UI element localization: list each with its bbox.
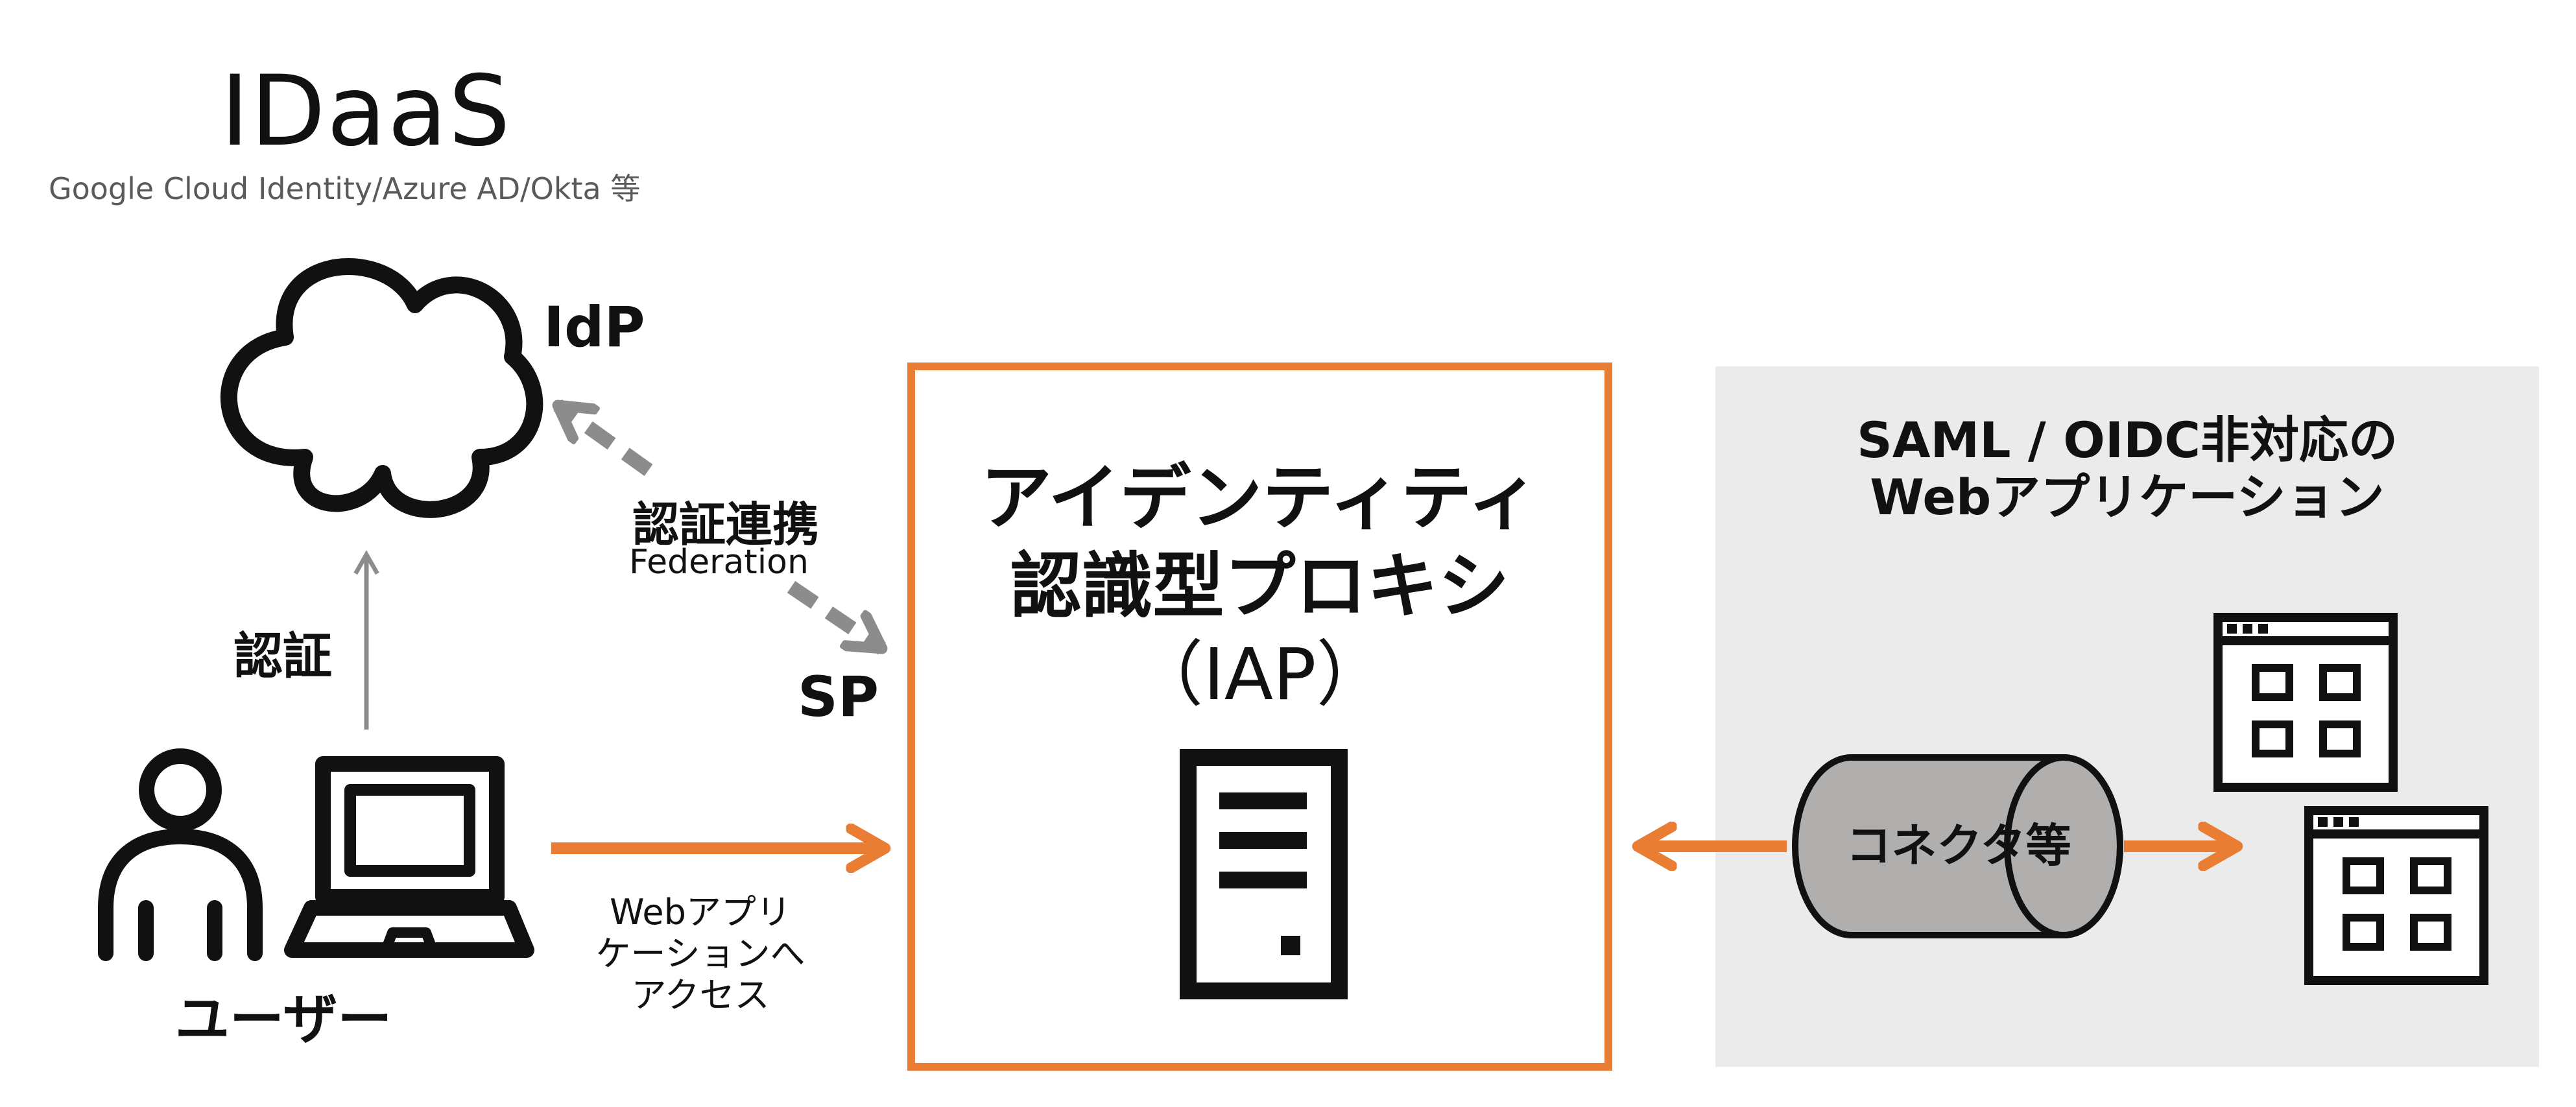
web-access-label: Webアプリ ケーションへ アクセス: [571, 892, 830, 1016]
iap-title-line-3: （IAP）: [1132, 633, 1388, 716]
app-window-icon: [2213, 613, 2398, 792]
user-label: ユーザー: [175, 988, 392, 1051]
laptop-icon: [284, 756, 534, 958]
webapp-panel-title: SAML / OIDC非対応の Webアプリケーション: [1715, 412, 2539, 526]
user-icon: [98, 748, 263, 961]
cloud-icon: [220, 257, 543, 518]
web-access-line-2: ケーションへ: [595, 933, 805, 974]
sp-label: SP: [798, 665, 879, 730]
federation-arrow-lower: [787, 580, 882, 655]
iap-title: アイデンティティ 認識型プロキシ （IAP）: [911, 454, 1608, 719]
idp-label: IdP: [543, 295, 645, 360]
webapp-panel-line-1: SAML / OIDC非対応の: [1856, 411, 2398, 469]
iap-box: [907, 363, 1612, 1071]
webapp-panel-line-2: Webアプリケーション: [1870, 468, 2385, 526]
idaas-subtitle: Google Cloud Identity/Azure AD/Okta 等: [49, 171, 641, 206]
web-access-line-1: Webアプリ: [610, 892, 791, 933]
idaas-title: IDaaS: [221, 55, 512, 168]
federation-label-en: Federation: [629, 543, 809, 582]
iap-title-line-2: 認識型プロキシ: [1010, 545, 1510, 628]
connector-label: コネクタ等: [1846, 819, 2071, 872]
federation-arrow: [558, 399, 653, 476]
connector-cylinder-icon: [1792, 754, 2123, 938]
federation-label-jp: 認証連携: [632, 497, 820, 552]
iap-title-line-1: アイデンティティ: [980, 457, 1540, 540]
auth-label: 認証: [233, 627, 332, 685]
web-access-line-3: アクセス: [631, 975, 770, 1016]
app-window-icon-2: [2304, 806, 2488, 985]
server-icon: [1180, 749, 1348, 999]
